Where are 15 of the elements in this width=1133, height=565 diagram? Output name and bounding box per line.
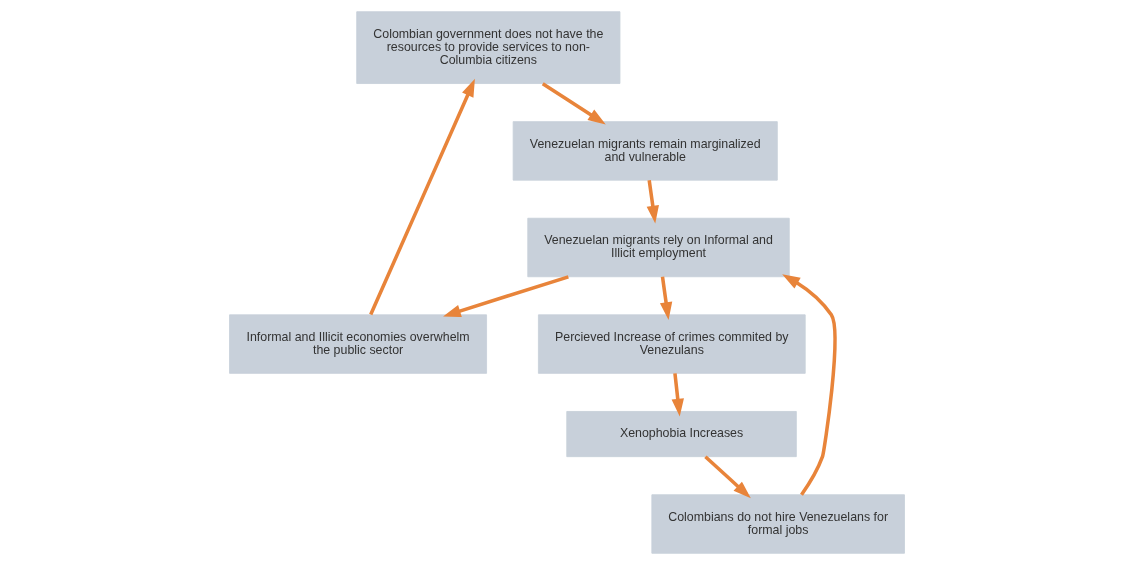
arrow: [368, 78, 475, 316]
node-box: Informal and Illicit economies overwhelm the public sector: [228, 314, 487, 374]
node-box: Venezuelan migrants remain marginalized and vulnerable: [512, 121, 778, 181]
arrow: [646, 179, 659, 224]
arrow: [671, 373, 684, 417]
arrow: [703, 455, 751, 499]
node-box: Venezuelan migrants rely on Informal and Illicit employment: [526, 217, 790, 278]
node-box: Colombians do not hire Venezuelans for formal jobs: [650, 494, 905, 554]
node-box: Xenophobia Increases: [565, 411, 797, 458]
node-box: Colombian government does not have the resources to provide services to non-Columbia citizens: [355, 11, 620, 84]
node-box: Percieved Increase of crimes commited by Venezulans: [537, 314, 806, 374]
arrow: [541, 82, 606, 125]
arrow: [659, 276, 672, 321]
arrow: [442, 275, 569, 317]
arrow: [781, 274, 837, 496]
